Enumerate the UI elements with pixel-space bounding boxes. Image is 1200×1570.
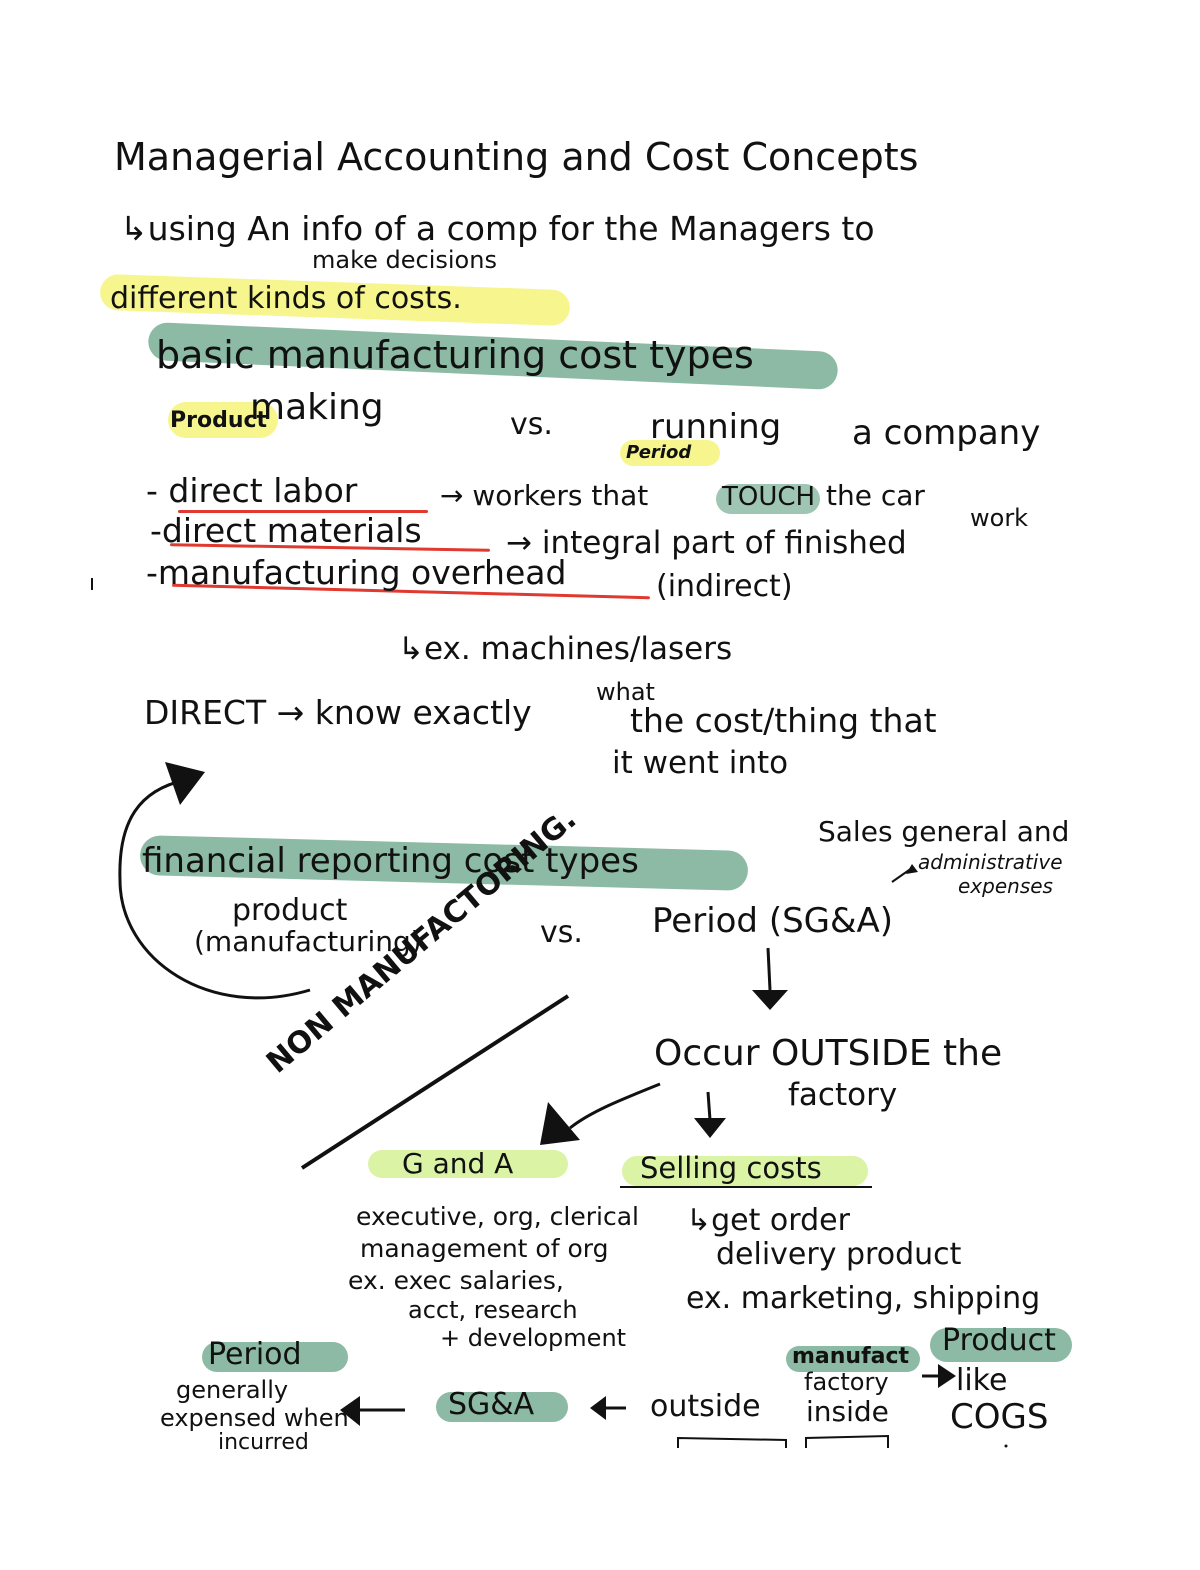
highlight-product-bottom	[930, 1328, 1072, 1362]
highlight-sga-bottom	[436, 1392, 568, 1422]
running-label: running	[650, 407, 782, 447]
highlight-selling-costs	[622, 1156, 868, 1186]
bottom-sga: SG&A	[448, 1387, 535, 1422]
mfg-overhead-example: ↳ex. machines/lasers	[398, 631, 733, 667]
bottom-outside: outside	[650, 1389, 761, 1424]
direct-line-2: it went into	[612, 745, 789, 781]
bottom-manufact: manufact	[792, 1344, 910, 1369]
inside-right-arrow-head-icon	[938, 1364, 956, 1388]
to-selling-arrow-head-icon	[694, 1118, 726, 1138]
selling-line-1: ↳get order	[686, 1203, 850, 1238]
intro-line-2: make decisions	[312, 246, 497, 274]
sga-note-1: Sales general and	[818, 815, 1070, 848]
direct-labor-desc-a: → workers that	[440, 479, 649, 512]
inside-bracket	[805, 1434, 889, 1448]
factory-label: factory	[788, 1077, 898, 1113]
mfg-overhead-desc: (indirect)	[656, 569, 793, 604]
bottom-cogs: COGS	[950, 1397, 1049, 1437]
g-and-a-line-1: executive, org, clerical	[356, 1202, 639, 1231]
underline-direct-labor	[178, 510, 428, 513]
making-label: making	[250, 387, 384, 428]
outside-bracket	[677, 1436, 787, 1448]
vs-label-1: vs.	[510, 407, 553, 442]
highlight-period-bottom	[202, 1342, 348, 1372]
highlight-product-tag	[168, 402, 278, 438]
g-and-a-line-4: acct, research	[408, 1296, 578, 1324]
to-g-and-a-arrow-head-icon	[540, 1102, 580, 1145]
direct-materials-label: -direct materials	[150, 511, 422, 550]
occur-outside-line: Occur OUTSIDE the	[654, 1033, 1003, 1074]
work-label: work	[970, 504, 1029, 532]
section-different-costs: different kinds of costs.	[110, 281, 462, 316]
sga-note-arrow-head-icon	[906, 864, 918, 874]
bottom-generally-1: generally	[176, 1376, 289, 1404]
selling-line-2: delivery product	[716, 1237, 962, 1272]
stray-dot	[1004, 1444, 1008, 1448]
sga-note-2: administrative	[918, 850, 1063, 874]
period-tag: Period	[626, 442, 692, 463]
highlight-period-tag	[620, 440, 720, 466]
direct-line-1b: the cost/thing that	[630, 701, 937, 740]
touch-label: TOUCH	[722, 482, 816, 512]
highlight-manufact	[786, 1346, 920, 1372]
financial-vs: vs.	[540, 915, 583, 950]
outside-left-arrow-head-icon	[590, 1396, 606, 1420]
product-tag: Product	[170, 408, 268, 433]
underline-selling-costs	[620, 1186, 872, 1188]
direct-labor-desc-b: the car	[826, 479, 925, 512]
mfg-overhead-label: -manufacturing overhead	[146, 553, 567, 592]
curved-arrow-head-icon	[165, 762, 205, 805]
to-selling-arrow-stroke	[706, 1091, 712, 1121]
a-company-label: a company	[852, 413, 1041, 453]
sga-left-arrow-head-icon	[340, 1396, 360, 1426]
highlight-touch	[716, 484, 820, 514]
direct-what: what	[596, 678, 655, 706]
financial-heading: financial reporting cost types	[142, 841, 639, 881]
page-title: Managerial Accounting and Cost Concepts	[114, 135, 919, 179]
selling-heading: Selling costs	[640, 1151, 822, 1185]
direct-line-1a: DIRECT → know exactly	[144, 693, 532, 732]
bottom-generally-3: incurred	[218, 1430, 309, 1455]
financial-manufacturing: (manufacturing)	[194, 925, 422, 958]
sga-note-3: expenses	[958, 874, 1053, 898]
bottom-generally-2: expensed when	[160, 1404, 349, 1432]
g-and-a-heading: G and A	[402, 1147, 514, 1180]
to-g-and-a-arrow-stroke	[569, 1082, 661, 1130]
highlight-g-and-a	[368, 1150, 568, 1178]
g-and-a-line-5: + development	[440, 1324, 627, 1352]
bottom-factory-1: factory	[804, 1368, 889, 1396]
g-and-a-line-3: ex. exec salaries,	[348, 1266, 564, 1295]
financial-period: Period (SG&A)	[652, 901, 894, 941]
bottom-product: Product	[942, 1323, 1056, 1358]
basic-types-heading: basic manufacturing cost types	[156, 333, 754, 377]
period-down-arrow-head-icon	[752, 990, 788, 1010]
non-mfg-underline	[300, 994, 570, 1170]
selling-line-3: ex. marketing, shipping	[686, 1281, 1041, 1316]
curved-arrow-stroke	[118, 778, 311, 1000]
bottom-period: Period	[208, 1337, 302, 1372]
g-and-a-line-2: management of org	[360, 1234, 609, 1263]
direct-materials-desc: → integral part of finished	[506, 525, 907, 561]
period-down-arrow-stroke	[766, 947, 772, 991]
bottom-like: like	[956, 1363, 1008, 1398]
intro-line-1: ↳using An info of a comp for the Manager…	[120, 209, 875, 248]
bottom-factory-2: inside	[806, 1395, 889, 1428]
direct-labor-label: - direct labor	[146, 471, 358, 510]
financial-product: product	[232, 893, 348, 928]
